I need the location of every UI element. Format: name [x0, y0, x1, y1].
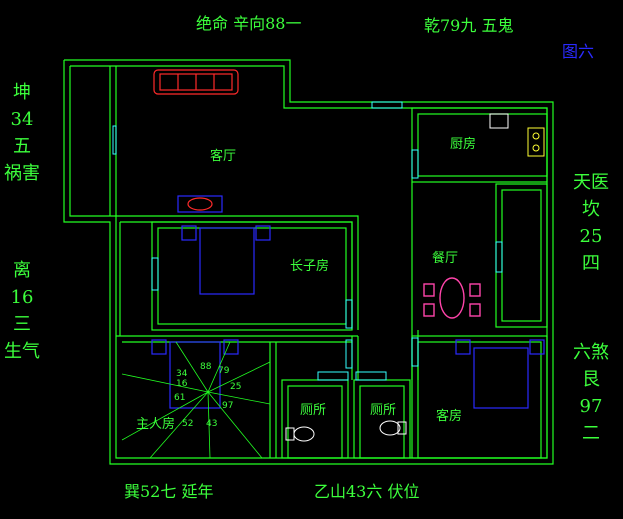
- kan-line: 坎: [582, 199, 600, 220]
- li-line: 三: [13, 314, 31, 335]
- compass-n1: 34: [176, 369, 188, 379]
- gen-line: 六煞: [573, 342, 609, 363]
- room-toilet-2: 厕所: [370, 403, 397, 418]
- compass-n2: 88: [200, 362, 212, 372]
- toilet-fixtures: [285, 420, 407, 442]
- room-kitchen: 厨房: [450, 137, 477, 152]
- kitchen-fixtures: [489, 113, 545, 157]
- beds: [151, 225, 545, 409]
- gen-line: 艮: [582, 369, 600, 390]
- compass-n5: 25: [230, 382, 242, 392]
- header-left-label: 绝命 辛向88一: [196, 14, 302, 33]
- dining-table: [423, 277, 481, 319]
- room-guest: 客房: [436, 409, 463, 424]
- windows: [112, 101, 503, 381]
- room-toilet-1: 厕所: [300, 403, 327, 418]
- sofa: [153, 69, 239, 95]
- gen-line: 97: [579, 396, 603, 417]
- compass-n4: 16: [176, 379, 188, 389]
- kun-line: 五: [13, 136, 31, 157]
- gen-column: 六煞 艮 97 二: [569, 344, 613, 443]
- kun-line: 坤: [13, 82, 31, 103]
- compass-n8: 52: [182, 419, 194, 429]
- compass-lines: [121, 341, 271, 459]
- compass-n3: 79: [218, 366, 230, 376]
- footer-right-label: 乙山43六 伏位: [314, 482, 420, 501]
- kan-column: 天医 坎 25 四: [569, 174, 613, 273]
- room-eldest-son: 长子房: [290, 259, 330, 274]
- kun-line: 祸害: [4, 163, 40, 184]
- footer-left-label: 巽52七 延年: [124, 482, 214, 501]
- room-living: 客厅: [210, 149, 237, 164]
- tv-cabinet: [177, 195, 223, 213]
- li-line: 生气: [4, 341, 40, 362]
- room-dining: 餐厅: [432, 251, 459, 266]
- kun-line: 34: [10, 109, 34, 130]
- li-line: 离: [13, 260, 31, 281]
- li-column: 离 16 三 生气: [0, 262, 44, 361]
- header-right-label: 乾79九 五鬼: [424, 16, 514, 35]
- gen-line: 二: [582, 423, 600, 444]
- kan-line: 四: [582, 253, 600, 274]
- kan-line: 天医: [573, 172, 609, 193]
- li-line: 16: [10, 287, 34, 308]
- compass-n9: 43: [206, 419, 218, 429]
- kun-column: 坤 34 五 祸害: [0, 84, 44, 183]
- kan-line: 25: [579, 226, 603, 247]
- figure-label: 图六: [562, 42, 595, 61]
- compass-n6: 61: [174, 393, 186, 403]
- room-master: 主人房: [136, 417, 176, 432]
- compass-n7: 97: [222, 401, 234, 411]
